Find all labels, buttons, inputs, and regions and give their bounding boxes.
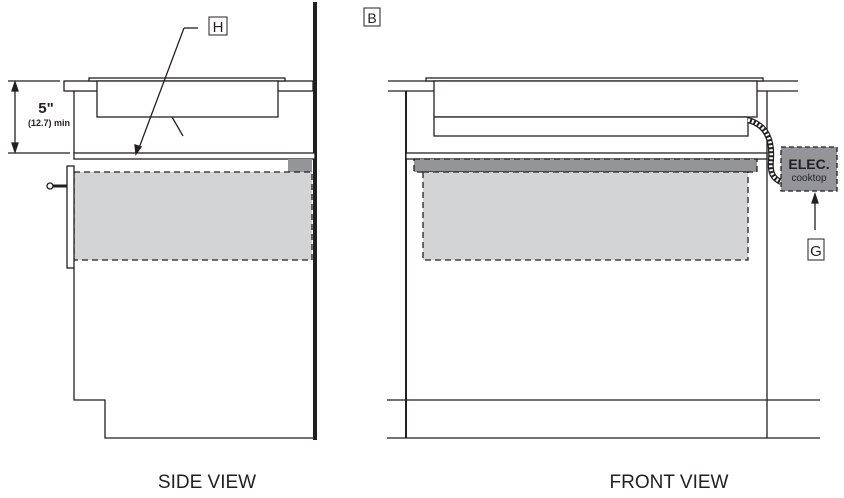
callout-g-box bbox=[807, 238, 825, 261]
elec-label: ELEC. bbox=[788, 156, 829, 172]
drawer-front bbox=[66, 165, 75, 269]
dim-arrow-up bbox=[11, 79, 19, 92]
cooktop-lower bbox=[433, 116, 749, 137]
handle-knob bbox=[46, 182, 54, 190]
rail bbox=[405, 152, 768, 160]
cabinet-outline bbox=[73, 268, 313, 439]
h-leader bbox=[138, 27, 185, 149]
elec-box bbox=[780, 146, 838, 192]
leader-line bbox=[171, 116, 184, 137]
callout-b-box bbox=[363, 7, 381, 27]
callout-h: H bbox=[213, 19, 224, 36]
dimension-sub: (12.7) min bbox=[28, 118, 70, 128]
elec-sub: cooktop bbox=[791, 173, 826, 184]
dark-gray-block bbox=[288, 159, 312, 172]
dark-gray-zone bbox=[413, 158, 758, 173]
front-view bbox=[363, 7, 838, 439]
callout-h-box bbox=[208, 16, 228, 36]
drawer-zone bbox=[73, 171, 313, 261]
cooktop-body bbox=[433, 80, 758, 118]
rail bbox=[73, 152, 316, 160]
drawer-zone bbox=[422, 171, 749, 261]
conduit bbox=[746, 117, 783, 185]
dim-arrow-down bbox=[11, 142, 19, 155]
h-leader-arrow bbox=[134, 144, 143, 156]
conduit-inner bbox=[747, 118, 782, 184]
callout-b: B bbox=[367, 10, 376, 26]
front-view-title: FRONT VIEW bbox=[610, 472, 729, 493]
g-arrow-head bbox=[811, 191, 819, 204]
dimension-main: 5" bbox=[38, 100, 53, 117]
side-view bbox=[8, 2, 317, 440]
callout-g: G bbox=[810, 243, 822, 260]
cooktop-body bbox=[96, 80, 279, 118]
side-view-title: SIDE VIEW bbox=[158, 472, 256, 493]
